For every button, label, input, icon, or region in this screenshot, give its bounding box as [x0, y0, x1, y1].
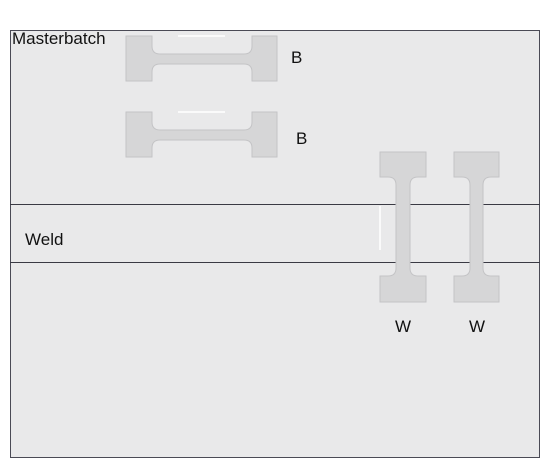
specimen-horizontal-top	[125, 35, 278, 82]
specimen-vertical-right	[453, 151, 500, 303]
specimen-horizontal-bottom	[125, 111, 278, 158]
weld-label: Weld	[25, 230, 64, 249]
specimen-label-b-bottom: B	[296, 129, 308, 148]
weld-zone-top-line	[10, 204, 540, 205]
specimen-vertical-left	[379, 151, 427, 303]
specimen-label-b-top: B	[291, 48, 303, 67]
specimen-label-w-left: W	[395, 317, 412, 336]
specimen-label-w-right: W	[469, 317, 486, 336]
weld-zone-bottom-line	[10, 262, 540, 263]
masterbatch-label: Masterbatch	[12, 29, 106, 48]
plate-background	[10, 30, 540, 458]
